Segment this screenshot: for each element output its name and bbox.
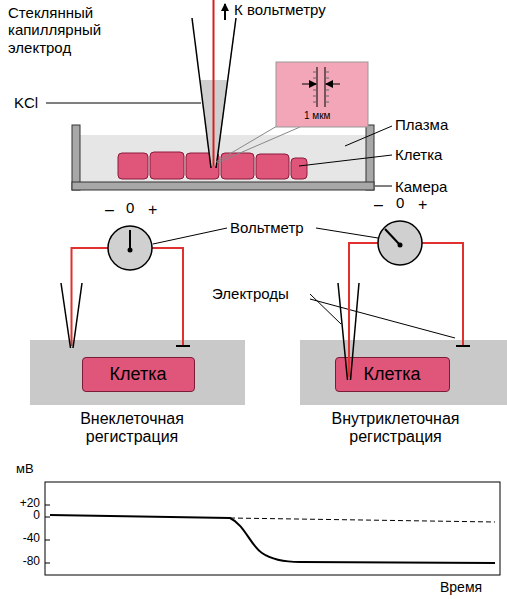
cell-box: Клетка: [82, 357, 195, 392]
cell-box: Клетка: [335, 357, 450, 392]
tissue-band: [30, 340, 245, 405]
electrode-line: [348, 299, 350, 377]
direction-note: К вольтметру: [234, 1, 326, 18]
extracellular-electrode: [61, 283, 82, 348]
leader-lines: [46, 103, 455, 338]
axis-label: Время: [440, 579, 482, 595]
part-name: Камера: [395, 178, 447, 195]
electrode-line: [338, 283, 348, 380]
dial-sign: +: [148, 201, 157, 219]
caption: Внутриклеточная регистрация: [313, 410, 478, 447]
part-name: Плазма: [395, 116, 448, 133]
part-name: Вольтметр: [230, 219, 304, 236]
tick-label: -40: [2, 532, 40, 546]
part-name: Электроды: [212, 285, 289, 302]
part-name: Клетка: [395, 146, 442, 163]
electrode-line: [351, 283, 360, 380]
cell-label: Клетка: [110, 364, 167, 385]
dial-sign: 0: [396, 194, 404, 211]
tick-label: -80: [2, 555, 40, 569]
inset: [216, 62, 368, 163]
dimension: 1 мкм: [304, 110, 330, 122]
part-name: Стеклянный капиллярный электрод: [8, 4, 120, 56]
tick-label: 0: [2, 509, 40, 523]
dial-sign: +: [418, 196, 427, 214]
glass-electrode: [192, 0, 236, 168]
reference-electrode: [176, 345, 470, 347]
caption: Внеклеточная регистрация: [57, 410, 207, 447]
dial-sign: 0: [126, 199, 134, 216]
chart: [45, 482, 500, 575]
part-name: KCl: [14, 94, 38, 111]
axis-unit: мВ: [16, 462, 34, 477]
cell-label: Клетка: [364, 364, 421, 385]
tissue-band: [300, 340, 507, 405]
dial-sign: –: [105, 201, 114, 219]
dial-sign: –: [374, 196, 383, 214]
chamber: [72, 125, 374, 190]
